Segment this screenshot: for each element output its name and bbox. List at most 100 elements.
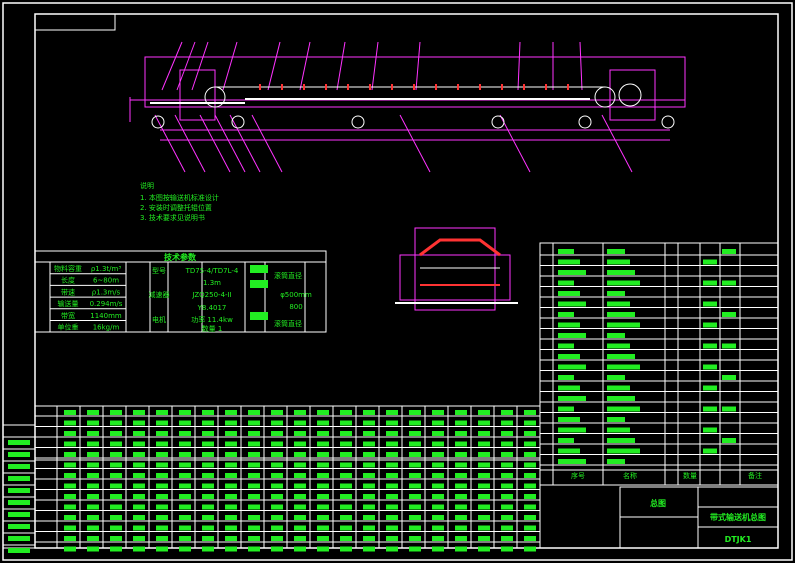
cell-text-block <box>271 473 283 478</box>
cell-text-block <box>202 515 214 520</box>
cell-text-block <box>432 504 444 510</box>
cell-text-block <box>558 396 586 401</box>
cell-text-block <box>202 473 214 478</box>
cell-text-block <box>432 515 444 520</box>
cell-text-block <box>225 546 237 552</box>
cell-text-block <box>156 410 168 415</box>
cell-text-block <box>133 494 145 499</box>
cell-text-block <box>8 452 30 457</box>
cell-text-block <box>363 462 375 468</box>
cell-text-block <box>363 504 375 510</box>
cell-text-block <box>607 291 625 296</box>
conveyor-elevation <box>129 41 686 173</box>
cell-text-block <box>179 473 191 478</box>
cell-text-block <box>317 420 329 426</box>
title-block: 总图 带式输送机总图 DTJK1 <box>619 486 779 549</box>
cell-text-block <box>8 488 30 493</box>
cell-text-block <box>202 546 214 552</box>
cell-text-block <box>64 494 76 499</box>
cell-text-block <box>64 515 76 520</box>
cell-text-block <box>340 525 352 531</box>
cell-text-block <box>363 536 375 541</box>
param-label: 长度 <box>61 276 75 285</box>
cell-text-block <box>294 483 306 489</box>
cell-text-block <box>703 448 717 454</box>
cell-text-block <box>363 546 375 552</box>
cell-text-block <box>87 473 99 478</box>
cell-text-block <box>524 504 536 510</box>
cell-text-block <box>432 546 444 552</box>
cell-text-block <box>202 525 214 531</box>
cell-text-block <box>409 494 421 499</box>
cell-text-block <box>64 452 76 457</box>
cell-text-block <box>156 452 168 457</box>
cell-text-block <box>607 249 625 254</box>
cell-text-block <box>524 410 536 415</box>
cell-text-block <box>340 546 352 552</box>
cell-text-block <box>133 525 145 531</box>
cell-text-block <box>607 406 640 412</box>
cell-text-block <box>722 343 736 349</box>
cell-text-block <box>558 438 574 443</box>
cell-text-block <box>156 536 168 541</box>
cell-text-block <box>607 396 635 401</box>
cell-text-block <box>524 483 536 489</box>
grid-line <box>191 41 209 91</box>
cell-text-block <box>607 301 630 307</box>
cell-text-block <box>478 515 490 520</box>
drive-label: 型号 <box>152 266 166 275</box>
grid-line <box>336 41 346 91</box>
cell-text-block <box>179 410 191 415</box>
cell-text-block <box>156 462 168 468</box>
cell-text-block <box>501 546 513 552</box>
cell-text-block <box>248 410 260 415</box>
cell-text-block <box>133 515 145 520</box>
cell-text-block <box>558 259 580 265</box>
cell-text-block <box>607 322 640 328</box>
grid-line <box>199 114 231 173</box>
cell-text-block <box>225 431 237 436</box>
cell-text-block <box>87 452 99 457</box>
cell-text-block <box>179 504 191 510</box>
notes: 说明 1. 本图按输送机标准设计 2. 安装时调整托辊位置 3. 技术要求见说明… <box>140 181 219 222</box>
cell-text-block <box>271 494 283 499</box>
cell-text-block <box>386 441 398 447</box>
cell-text-block <box>558 364 586 370</box>
cell-text-block <box>478 431 490 436</box>
cell-text-block <box>501 525 513 531</box>
cell-text-block <box>703 364 717 370</box>
cell-text-block <box>455 536 467 541</box>
cell-text-block <box>455 452 467 457</box>
cell-text-block <box>294 452 306 457</box>
cell-text-block <box>179 452 191 457</box>
cell-text-block <box>87 494 99 499</box>
cell-text-block <box>455 525 467 531</box>
cell-text-block <box>722 280 736 286</box>
cell-text-block <box>363 441 375 447</box>
cell-text-block <box>432 462 444 468</box>
cell-text-block <box>409 504 421 510</box>
drive-value: 1.3m <box>203 279 221 287</box>
cell-text-block <box>607 354 635 359</box>
schedule-table <box>34 405 541 552</box>
cell-text-block <box>87 420 99 426</box>
param-label: 输送量 <box>58 299 79 308</box>
cell-text-block <box>133 431 145 436</box>
cell-text-block <box>271 515 283 520</box>
cell-text-block <box>317 452 329 457</box>
left-revision-strip <box>2 424 36 553</box>
cell-text-block <box>501 504 513 510</box>
cell-text-block <box>524 546 536 552</box>
cell-text-block <box>386 410 398 415</box>
cell-text-block <box>294 515 306 520</box>
cell-text-block <box>179 494 191 499</box>
cell-text-block <box>248 431 260 436</box>
cell-text-block <box>607 427 630 433</box>
grid-line <box>601 114 633 173</box>
cell-text-block <box>8 476 30 481</box>
drive-value: Y8.4017 <box>197 304 227 312</box>
cell-text-block <box>363 483 375 489</box>
grid-line <box>251 114 283 173</box>
cell-text-block <box>386 452 398 457</box>
